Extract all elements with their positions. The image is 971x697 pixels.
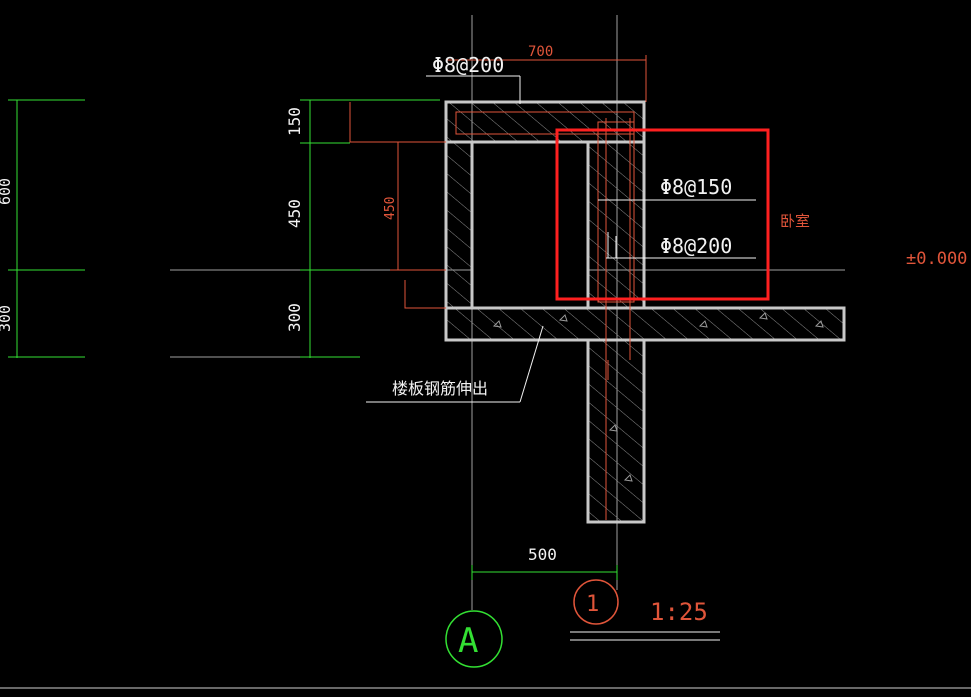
room-label: 卧室 [780,212,810,230]
grid-axis-bubble [445,610,503,668]
leader-slab-pointer [519,325,544,403]
beam-left-leg [444,140,474,310]
grid-axis-label: A [458,621,478,661]
detail-scale-text: 1:25 [650,598,708,626]
rebar-lines [349,55,647,520]
beam-top-cap [444,100,646,144]
dim-vertical-150: 150 [285,107,304,136]
green-dimensions [8,99,618,580]
concrete-aggregate-marks [492,312,824,482]
dim-left-partial-300: 300 [0,305,14,332]
elevation-label: ±0.000 [906,249,967,269]
dim-top-width-text: 700 [528,44,553,60]
dim-red-small [404,280,446,309]
dim-ext-red-top [349,102,446,143]
dim-bottom-width-text: 500 [528,545,557,564]
concrete-section [444,100,846,524]
rebar-label-mid-upper: Φ8@150 [660,175,732,199]
slab-rebar-note: 楼板钢筋伸出 [392,379,488,398]
leader-lines [366,75,756,641]
beam-right-leg [586,140,646,310]
rebar-label-mid-lower: Φ8@200 [660,234,732,258]
dim-vertical-300: 300 [285,303,304,332]
dim-left-partial-600: 600 [0,178,14,205]
detail-marker-number: 1 [586,592,599,617]
dim-inner-red-450: 450 [383,197,398,220]
floor-slab [444,306,846,342]
right-leg-stirrup [597,121,635,303]
lower-wall [586,338,646,524]
detail-marker-circle [573,579,619,625]
highlight-box [555,128,770,301]
rebar-label-top: Φ8@200 [432,53,504,77]
dim-vertical-450: 450 [285,199,304,228]
hollow-void [470,140,590,310]
